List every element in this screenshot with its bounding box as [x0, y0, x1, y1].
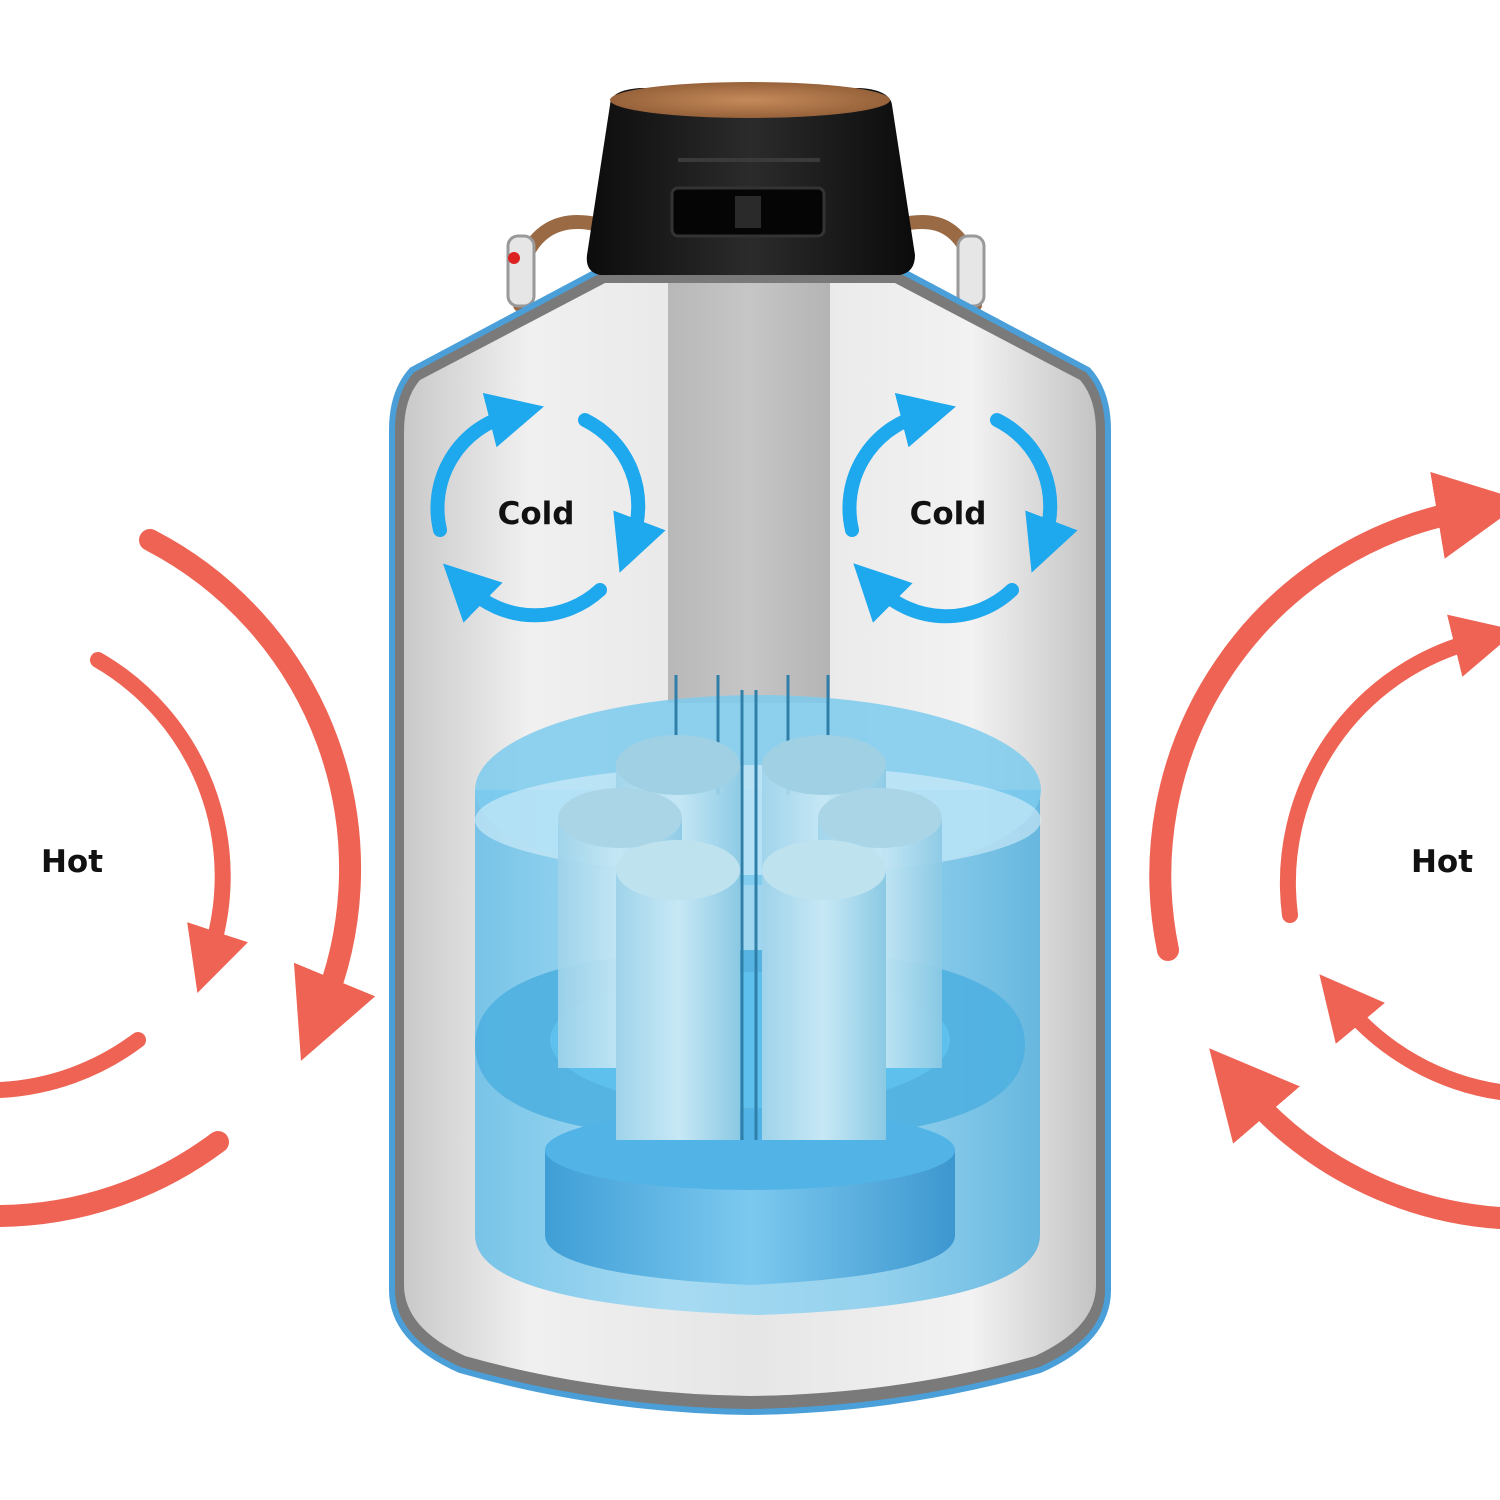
hot-label-left: Hot	[41, 844, 103, 880]
can-front-right	[762, 840, 886, 1140]
can-front-left	[616, 840, 740, 1140]
curved-arrow-arc	[0, 1040, 138, 1090]
hot-label-right: Hot	[1411, 844, 1473, 880]
curved-arrow-icon	[150, 540, 350, 1010]
curved-arrow-icon	[1345, 1005, 1500, 1092]
neck-tube	[668, 283, 830, 703]
curved-arrow-arc	[0, 1142, 218, 1216]
curved-arrow-icon	[1160, 510, 1470, 950]
dewar-lid	[587, 82, 915, 275]
curved-arrow-icon	[98, 660, 223, 955]
curved-arrow-icon	[1245, 1090, 1500, 1218]
cold-label-left: Cold	[498, 496, 575, 532]
cold-label-right: Cold	[910, 496, 987, 532]
